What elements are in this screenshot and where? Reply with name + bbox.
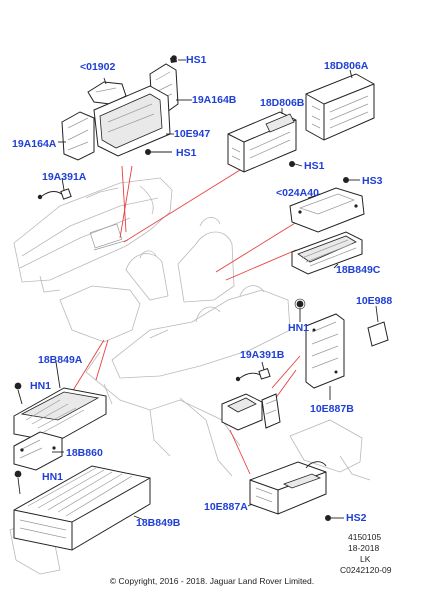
callout-hs3[interactable]: HS3 xyxy=(362,175,383,187)
part-19A164A-bracket xyxy=(58,111,95,161)
callout-18B849A[interactable]: 18B849A xyxy=(38,354,83,366)
nut-hn1-right xyxy=(296,300,304,322)
part-024A40-bracket xyxy=(289,187,365,233)
callout-hs1-right[interactable]: HS1 xyxy=(304,160,325,172)
callout-hs2[interactable]: HS2 xyxy=(346,512,367,524)
part-10E947-display xyxy=(93,85,174,157)
screw-hs3 xyxy=(343,177,360,183)
callout-hn1-right[interactable]: HN1 xyxy=(288,322,310,334)
illustration-date: 18-2018 xyxy=(348,543,380,553)
callout-18B849C[interactable]: 18B849C xyxy=(336,264,381,276)
part-19A391A-cable xyxy=(37,177,72,200)
callout-hs1-mid[interactable]: HS1 xyxy=(176,147,197,159)
callout-10E887B[interactable]: 10E887B xyxy=(310,403,354,415)
part-18D806A-unit xyxy=(305,69,375,141)
part-18B849B-amplifier xyxy=(13,465,151,551)
part-19A391B-cable xyxy=(235,361,271,382)
callout-10E947[interactable]: 10E947 xyxy=(174,128,211,140)
callout-19A391B[interactable]: 19A391B xyxy=(240,349,285,361)
part-18B849A-amplifier xyxy=(13,361,107,443)
illustration-code: LK xyxy=(360,554,371,564)
callout-024A40[interactable]: <024A40 xyxy=(276,187,319,199)
part-18D806B-unit xyxy=(227,108,297,173)
callout-18D806B[interactable]: 18D806B xyxy=(260,97,305,109)
callout-18B860[interactable]: 18B860 xyxy=(66,447,103,459)
callout-hn1-left[interactable]: HN1 xyxy=(30,380,52,392)
callout-01902[interactable]: <01902 xyxy=(80,61,116,73)
illustration-reference: C0242120-09 xyxy=(340,565,392,575)
callout-10E887A[interactable]: 10E887A xyxy=(204,501,248,513)
callout-19A164A[interactable]: 19A164A xyxy=(12,138,57,150)
part-10E988-panel xyxy=(367,305,389,347)
callout-19A164B[interactable]: 19A164B xyxy=(192,94,237,106)
callout-18D806A[interactable]: 18D806A xyxy=(324,60,369,72)
part-18B860-bracket xyxy=(13,431,64,471)
part-center-module xyxy=(221,393,281,431)
callout-19A391A[interactable]: 19A391A xyxy=(42,171,87,183)
copyright-notice: © Copyright, 2016 - 2018. Jaguar Land Ro… xyxy=(109,576,315,586)
washer-hn1-right xyxy=(294,298,306,310)
callout-hn1-bottom[interactable]: HN1 xyxy=(42,471,64,483)
screw-hs1-right xyxy=(289,161,303,167)
nut-hn1-bottom xyxy=(14,470,22,495)
nut-hn1-left xyxy=(14,382,23,405)
red-leader-lines xyxy=(71,165,301,475)
callout-18B849B[interactable]: 18B849B xyxy=(136,517,181,529)
part-10E887A-module xyxy=(247,461,327,515)
part-10E887B-module xyxy=(305,313,345,400)
part-18B849C-amplifier xyxy=(291,231,363,275)
callout-10E988[interactable]: 10E988 xyxy=(356,295,393,307)
callout-hs1-top[interactable]: HS1 xyxy=(186,54,207,66)
illustration-number: 4150105 xyxy=(348,532,382,542)
screw-hs1-top xyxy=(171,55,177,61)
screw-hs2 xyxy=(325,515,344,521)
screw-hs1-mid xyxy=(145,149,172,155)
